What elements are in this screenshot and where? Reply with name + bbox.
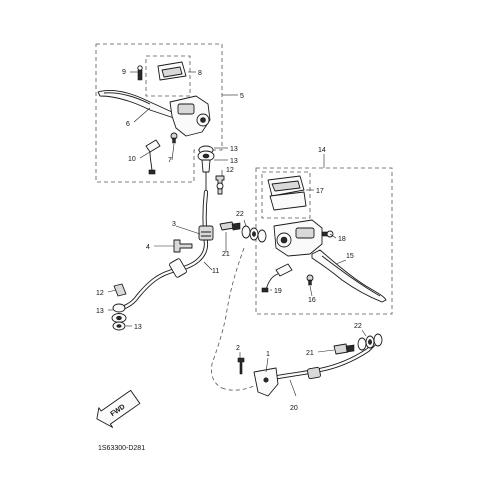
callout-17: 17 [316,188,324,195]
brake-hose-right [237,333,383,397]
callout-9: 9 [122,69,126,76]
callout-12-top: 12 [226,167,234,174]
fwd-arrow-icon: FWD [96,389,141,428]
banjo-bolt-lower[interactable] [333,343,349,355]
callout-14: 14 [318,147,326,154]
callout-21-middle: 21 [222,251,230,258]
callout-6: 6 [126,121,130,128]
callout-18: 18 [338,236,346,243]
callout-13-top: 13 [230,146,238,153]
callouts: 5 9 8 6 10 7 13 13 12 14 17 18 15 16 19 … [96,69,362,412]
callout-12-left: 12 [96,290,104,297]
group-box-8 [145,55,191,97]
clamp-bolt[interactable] [173,239,193,253]
middle-banjo-fittings [219,221,267,243]
callout-7: 7 [168,157,172,164]
diagram-code: 1S63300-D281 [98,445,145,452]
brake-hose-left [111,189,214,331]
callout-8: 8 [198,70,202,77]
callout-22-middle: 22 [236,211,244,218]
hose-routing-line [211,247,245,389]
banjo-bolt-middle[interactable] [219,221,235,231]
right-master-cylinder-assembly [261,175,387,303]
callout-22-lower: 22 [354,323,362,330]
callout-15: 15 [346,253,354,260]
brake-switch-right[interactable] [275,263,293,277]
leader-lines [107,71,367,397]
callout-4: 4 [146,244,150,251]
brake-switch-left[interactable] [145,139,161,153]
hose-routing-line-2 [221,385,255,391]
group-box-14 [255,167,393,315]
hose-clamp[interactable] [198,225,214,241]
callout-3: 3 [172,221,176,228]
callout-20: 20 [290,405,298,412]
callout-13-mid: 13 [230,158,238,165]
callout-1: 1 [266,351,270,358]
callout-5: 5 [240,93,244,100]
group-box-5 [95,43,223,183]
brake-lever-left[interactable] [97,90,175,119]
left-master-cylinder-assembly [97,61,211,175]
callout-16: 16 [308,297,316,304]
top-banjo-fitting [197,145,225,195]
callout-21-lower: 21 [306,350,314,357]
bracket-bolt[interactable] [237,357,245,375]
callout-10: 10 [128,156,136,163]
group-box-17 [261,171,311,219]
callout-13-lower: 13 [134,324,142,331]
callout-2: 2 [236,345,240,352]
callout-11: 11 [212,268,219,275]
callout-19: 19 [274,288,282,295]
callout-13-left: 13 [96,308,104,315]
